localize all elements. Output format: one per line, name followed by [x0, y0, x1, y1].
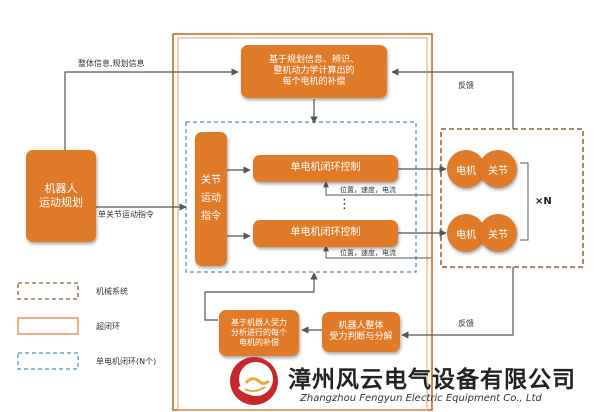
force-compensation-box: 基于机器人受力 分析进行的每个 电机的补偿 [219, 310, 299, 356]
motor-circle-1: 电机 [447, 150, 485, 188]
feedback-bottom-label: 反馈 [458, 319, 474, 328]
robot-motion-planning-box: 机器人 运动规划 [26, 150, 96, 242]
joint-command-box: 关节 运动 指令 [195, 132, 227, 266]
legend-single-swatch [17, 352, 79, 370]
single-joint-cmd-label: 单关节运动指令 [98, 210, 154, 219]
motor-circle-2: 电机 [447, 214, 485, 252]
feedback-top-label: 反馈 [458, 81, 474, 90]
overall-planning-info-label: 整体信息,规划信息 [78, 59, 145, 68]
company-name-cn: 漳州风云电气设备有限公司 [288, 367, 576, 393]
company-name-en: Zhangzhou Fengyun Electric Equipment Co.… [300, 393, 542, 404]
company-logo [225, 352, 283, 410]
single-motor-ctrl-box-1: 单电机闭环控制 [253, 155, 398, 182]
single-motor-ctrl-box-2: 单电机闭环控制 [253, 220, 398, 247]
super-loop-frame-inner [177, 37, 428, 411]
compensation-calc-box: 基于规划信息、辨识、 整机动力学计算出的 每个电机的补偿 [241, 45, 387, 98]
legend-super-swatch [17, 317, 79, 335]
legend-single-label: 单电机闭环(N个) [96, 357, 157, 366]
single-loop-frame [185, 121, 417, 273]
multiplier-label: ×N [535, 196, 552, 207]
mech-system-frame [440, 128, 584, 268]
legend-mech-label: 机械系统 [96, 287, 128, 296]
force-analysis-box: 机器人整体 受力判断与分解 [322, 312, 400, 352]
legend-mech-swatch [17, 282, 79, 300]
ellipsis-marker: ⋮ [338, 197, 351, 212]
pos-speed-current-label-2: 位置，速度，电流 [340, 249, 396, 257]
joint-circle-2: 关节 [479, 214, 517, 252]
pos-speed-current-label-1: 位置，速度，电流 [340, 186, 396, 194]
fengyun-logo-icon [230, 357, 278, 405]
joint-circle-1: 关节 [479, 150, 517, 188]
legend-super-label: 超闭环 [96, 322, 120, 331]
